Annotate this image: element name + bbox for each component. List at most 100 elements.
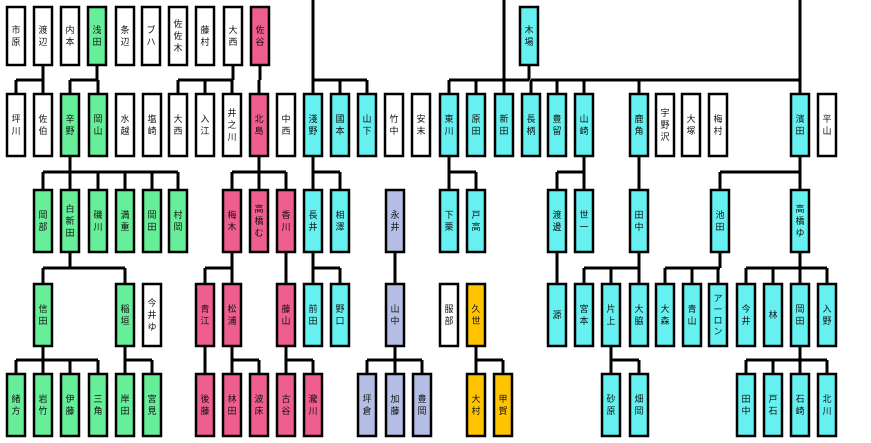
- person-node-label: 原田: [471, 114, 480, 137]
- person-node-label: 豊岡: [417, 393, 426, 417]
- person-node-box: [167, 5, 189, 67]
- person-node-label: 伊藤: [65, 393, 74, 417]
- person-node-label: 北島: [254, 114, 263, 137]
- person-node: 林田: [221, 372, 243, 438]
- person-node: 水越: [114, 92, 136, 158]
- person-node-label: 加藤: [390, 394, 399, 417]
- person-node-label: 岡田: [147, 210, 156, 233]
- person-node: 岡部: [32, 188, 54, 254]
- person-node: 長井: [302, 188, 324, 254]
- person-node-label: 古谷: [281, 393, 290, 417]
- person-node: 山下: [356, 92, 378, 158]
- person-node: 大森: [654, 282, 676, 348]
- person-node-box: [248, 372, 270, 438]
- person-node-label: 水越: [120, 113, 129, 137]
- person-node: 磯川: [87, 188, 109, 254]
- person-node-label: 服部: [444, 304, 453, 327]
- person-node-label: 國本: [335, 114, 344, 137]
- person-node-label: 山中: [390, 304, 399, 327]
- person-node-label: 岩竹: [38, 393, 47, 417]
- person-node-label: 市原: [11, 24, 20, 48]
- person-node-label: 岡山: [93, 114, 102, 137]
- person-node-label: 満重: [120, 210, 129, 233]
- person-node-box: [410, 92, 432, 158]
- person-node-box: [384, 282, 406, 348]
- person-node-label: 長柄: [526, 114, 535, 137]
- person-node: 淺野: [302, 92, 324, 158]
- person-node-box: [140, 5, 162, 67]
- person-node: 白新田: [59, 188, 81, 254]
- person-node: 宮見: [141, 372, 163, 438]
- person-node-box: [762, 372, 784, 438]
- person-node-box: [114, 372, 136, 438]
- person-node-box: [114, 282, 136, 348]
- person-node-box: [816, 372, 838, 438]
- person-node: 石崎: [789, 372, 811, 438]
- person-node-box: [114, 5, 136, 67]
- person-node-label: 藤山: [281, 303, 290, 327]
- person-node-label: 畑岡: [634, 393, 643, 417]
- person-node-label: 中西: [281, 113, 290, 137]
- person-node-label: 入野: [822, 304, 831, 327]
- person-node-box: [194, 92, 216, 158]
- person-node: 田中: [628, 188, 650, 254]
- person-node-label: アーロン: [713, 295, 722, 338]
- person-node-box: [86, 5, 108, 67]
- person-node: 藤山: [275, 282, 297, 348]
- person-node-box: [789, 282, 811, 348]
- person-node-label: 長井: [308, 210, 317, 233]
- person-node-box: [654, 282, 676, 348]
- person-node-label: 辛野: [65, 113, 74, 137]
- person-node: 藤村: [194, 5, 216, 67]
- person-node-label: 山崎: [579, 114, 588, 137]
- person-node-label: 大西: [173, 113, 182, 137]
- person-node-box: [709, 188, 731, 254]
- person-node: 今井ゆ: [141, 282, 163, 348]
- person-node: 入野: [816, 282, 838, 348]
- person-node-box: [789, 372, 811, 438]
- person-node-label: 砂原: [606, 393, 615, 417]
- person-node-label: 井之川: [227, 107, 236, 143]
- person-node-label: 野口: [335, 304, 344, 327]
- person-node-label: 久世: [471, 303, 480, 327]
- person-node-box: [707, 282, 729, 348]
- person-node-box: [329, 282, 351, 348]
- person-node-box: [32, 282, 54, 348]
- person-node-box: [628, 282, 650, 348]
- person-node-label: 新田: [499, 113, 508, 137]
- person-node-box: [5, 372, 27, 438]
- person-node-label: 瀧川: [308, 393, 317, 417]
- person-node: 大村: [465, 372, 487, 438]
- person-node-box: [628, 372, 650, 438]
- person-node: 大脇: [628, 282, 650, 348]
- person-node: 豊岡: [411, 372, 433, 438]
- person-node-box: [32, 92, 54, 158]
- person-node-box: [194, 372, 216, 438]
- person-node-label: 波床: [254, 393, 263, 417]
- person-node: 平山: [816, 92, 838, 158]
- person-node-label: 淺野: [308, 113, 317, 137]
- person-node: 大西: [222, 5, 244, 67]
- person-node: 佐谷: [249, 5, 271, 67]
- person-node-box: [573, 282, 595, 348]
- person-node-box: [249, 5, 271, 67]
- person-node: 岡山: [87, 92, 109, 158]
- person-node-box: [114, 188, 136, 254]
- person-node-box: [32, 5, 54, 67]
- person-node: 満重: [114, 188, 136, 254]
- person-node: 甲賀: [492, 372, 514, 438]
- person-node-box: [789, 188, 811, 254]
- person-node: 坪倉: [356, 372, 378, 438]
- person-node: 鹿角: [628, 92, 650, 158]
- person-node-box: [356, 92, 378, 158]
- person-node-label: 田中: [634, 210, 643, 233]
- person-node-box: [546, 188, 568, 254]
- person-node: 松浦: [221, 282, 243, 348]
- person-node: 後藤: [194, 372, 216, 438]
- person-node: 高橋む: [248, 188, 270, 254]
- person-node-box: [762, 282, 784, 348]
- person-node-box: [816, 282, 838, 348]
- person-node: 緒方: [5, 372, 27, 438]
- person-node-box: [221, 282, 243, 348]
- person-node-box: [59, 5, 81, 67]
